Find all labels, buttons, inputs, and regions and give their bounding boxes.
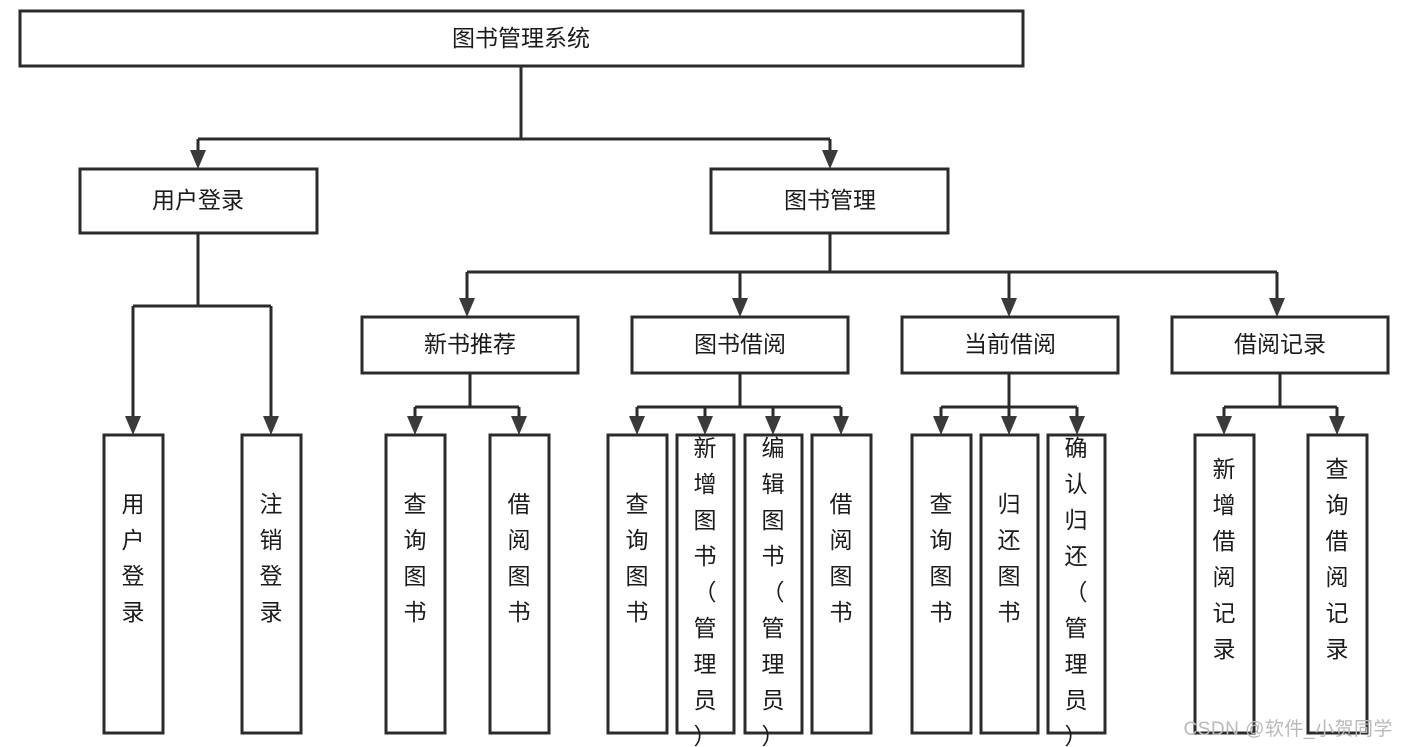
node-leaf13[interactable]: 查询借阅记录 — [1306, 433, 1369, 735]
node-borrow[interactable]: 图书借阅 — [630, 315, 850, 375]
node-login-label: 用户登录 — [152, 187, 244, 213]
arrowhead-leaf12 — [1216, 416, 1232, 435]
node-leaf10-box[interactable] — [979, 433, 1040, 735]
connector-group-borrow-to-leaves — [629, 373, 849, 435]
node-root[interactable]: 图书管理系统 — [18, 9, 1025, 68]
node-newbook-box[interactable] — [360, 315, 580, 375]
arrowhead-leaf6 — [697, 416, 713, 435]
node-leaf9[interactable]: 查询图书 — [910, 433, 973, 735]
arrowhead-borrow — [732, 298, 748, 317]
node-leaf10[interactable]: 归还图书 — [979, 433, 1040, 735]
node-root-box[interactable] — [18, 9, 1025, 68]
connector-group-current-to-leaves — [933, 373, 1085, 435]
arrowhead-leaf4 — [511, 416, 527, 435]
node-records[interactable]: 借阅记录 — [1170, 315, 1390, 375]
arrowhead-records — [1269, 298, 1285, 317]
node-leaf13-label: 查询借阅记录 — [1326, 456, 1349, 662]
node-leaf6-box[interactable] — [675, 433, 736, 735]
node-current[interactable]: 当前借阅 — [900, 315, 1120, 375]
node-leaf2-box[interactable] — [240, 433, 303, 735]
arrowhead-leaf9 — [933, 416, 949, 435]
connector-group-root-to-level2 — [190, 66, 838, 169]
arrowhead-leaf13 — [1329, 416, 1345, 435]
arrowhead-leaf2 — [263, 416, 279, 435]
node-leaf7-label: 编辑图书（管理员） — [762, 435, 785, 747]
node-bookmgmt-label: 图书管理 — [784, 187, 876, 213]
arrowhead-leaf1 — [125, 416, 141, 435]
arrowhead-leaf10 — [1001, 416, 1017, 435]
node-leaf11[interactable]: 确认归还（管理员） — [1046, 433, 1107, 747]
node-leaf9-label: 查询图书 — [930, 491, 953, 625]
node-leaf5[interactable]: 查询图书 — [606, 433, 669, 735]
node-leaf6-label: 新增图书（管理员） — [694, 435, 717, 747]
node-login[interactable]: 用户登录 — [78, 167, 319, 235]
arrowhead-leaf7 — [765, 416, 781, 435]
node-leaf10-label: 归还图书 — [998, 491, 1021, 625]
node-current-box[interactable] — [900, 315, 1120, 375]
connector-group-newbook-to-leaves — [407, 373, 527, 435]
node-leaf5-label: 查询图书 — [626, 491, 649, 625]
node-leaf3-label: 查询图书 — [404, 491, 427, 625]
node-leaf3-box[interactable] — [384, 433, 447, 735]
node-leaf12-label: 新增借阅记录 — [1213, 456, 1236, 662]
node-leaf11-box[interactable] — [1046, 433, 1107, 735]
node-leaf8-label: 借阅图书 — [830, 491, 853, 625]
node-login-box[interactable] — [78, 167, 319, 235]
node-leaf7[interactable]: 编辑图书（管理员） — [743, 433, 804, 747]
arrowhead-leaf3 — [407, 416, 423, 435]
arrowhead-newbook — [459, 298, 475, 317]
arrowhead-bookmgmt — [822, 150, 838, 169]
node-leaf6[interactable]: 新增图书（管理员） — [675, 433, 736, 747]
csdn-watermark: CSDN @软件_小贺同学 — [1183, 719, 1393, 740]
node-leaf4[interactable]: 借阅图书 — [488, 433, 551, 735]
node-leaf1-label: 用户登录 — [122, 491, 145, 625]
node-borrow-label: 图书借阅 — [694, 331, 786, 357]
node-leaf4-box[interactable] — [488, 433, 551, 735]
node-leaf9-box[interactable] — [910, 433, 973, 735]
node-current-label: 当前借阅 — [964, 331, 1056, 357]
node-leaf2[interactable]: 注销登录 — [240, 433, 303, 735]
node-leaf5-box[interactable] — [606, 433, 669, 735]
arrowhead-leaf5 — [629, 416, 645, 435]
node-leaf7-box[interactable] — [743, 433, 804, 735]
arrowhead-leaf11 — [1069, 416, 1085, 435]
node-newbook[interactable]: 新书推荐 — [360, 315, 580, 375]
node-leaf1-box[interactable] — [102, 433, 165, 735]
connector-group-login-to-leaves — [125, 233, 279, 435]
node-leaf8-box[interactable] — [810, 433, 873, 735]
node-leaf11-label: 确认归还（管理员） — [1065, 435, 1088, 747]
node-leaf2-label: 注销登录 — [260, 491, 283, 625]
connector-group-records-to-leaves — [1216, 373, 1345, 435]
node-bookmgmt-box[interactable] — [709, 167, 950, 235]
node-leaf12[interactable]: 新增借阅记录 — [1193, 433, 1256, 735]
arrowhead-login — [190, 150, 206, 169]
node-leaf1[interactable]: 用户登录 — [102, 433, 165, 735]
node-leaf4-label: 借阅图书 — [508, 491, 531, 625]
connector-group-bookmgmt-to-level3 — [459, 233, 1285, 317]
arrowhead-current — [1001, 298, 1017, 317]
node-leaf8[interactable]: 借阅图书 — [810, 433, 873, 735]
arrowhead-leaf8 — [833, 416, 849, 435]
node-records-box[interactable] — [1170, 315, 1390, 375]
node-leaf12-box[interactable] — [1193, 433, 1256, 735]
node-newbook-label: 新书推荐 — [424, 331, 516, 357]
node-records-label: 借阅记录 — [1234, 331, 1326, 357]
node-leaf3[interactable]: 查询图书 — [384, 433, 447, 735]
node-leaf13-box[interactable] — [1306, 433, 1369, 735]
node-bookmgmt[interactable]: 图书管理 — [709, 167, 950, 235]
node-root-label: 图书管理系统 — [452, 25, 590, 51]
node-borrow-box[interactable] — [630, 315, 850, 375]
